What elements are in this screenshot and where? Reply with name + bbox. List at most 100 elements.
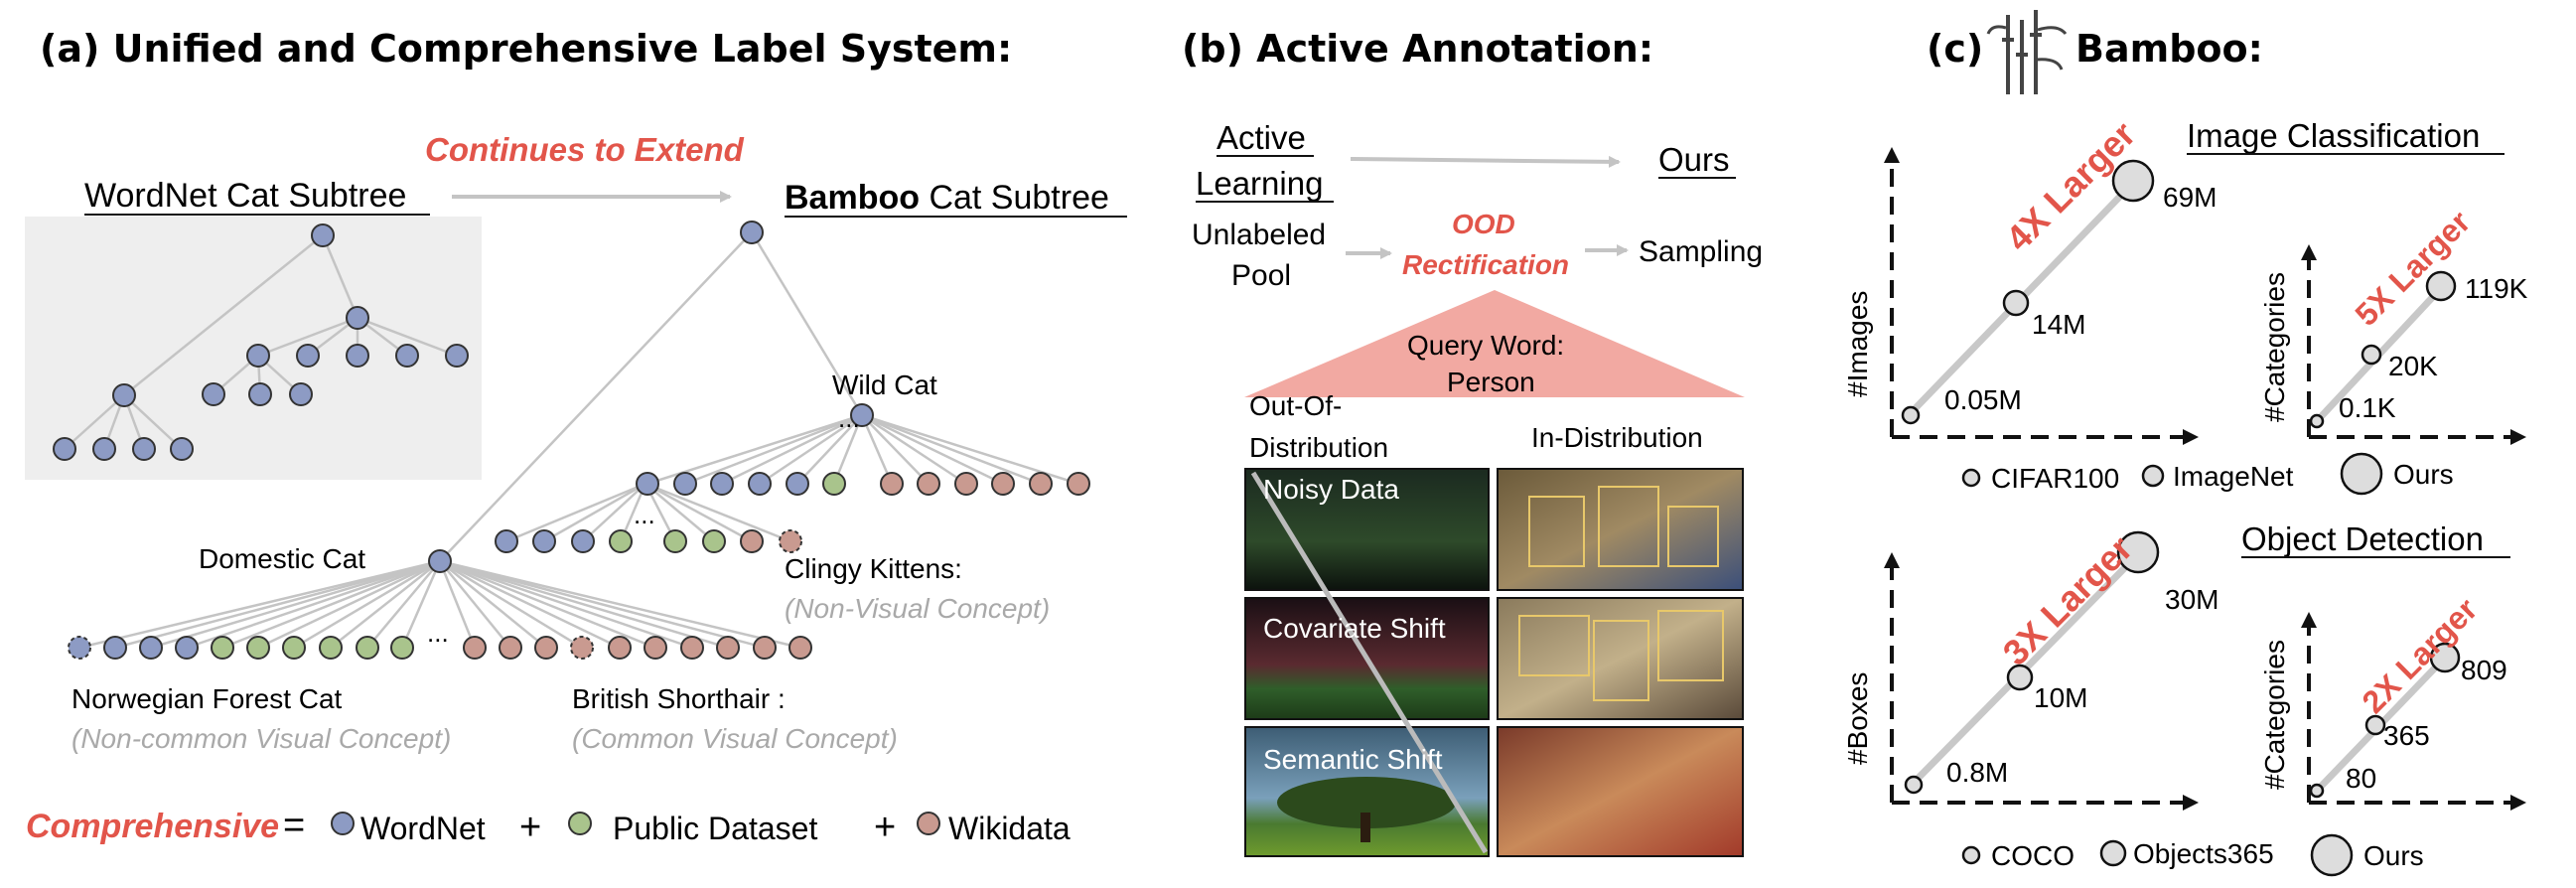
- bamboo-edge: [439, 559, 693, 650]
- person-label: Person: [1447, 367, 1535, 397]
- wild-cat-child-node: [822, 472, 846, 496]
- bamboo-logo-icon: [1986, 10, 2068, 94]
- wild-ellipsis-1: ...: [838, 403, 860, 433]
- legend-od-ours-marker: [2310, 833, 2354, 877]
- panel-c-title-prefix: (c): [1927, 27, 1983, 71]
- legend-imagenet-marker: [2141, 464, 2165, 488]
- bamboo-subtree-label: Bamboo Cat Subtree: [785, 179, 1109, 217]
- domestic-cat-child-node: [644, 636, 667, 660]
- wild-cat-grandchild-node: [779, 529, 802, 553]
- wn-edge: [357, 316, 458, 358]
- wild-cat-child-node: [880, 472, 904, 496]
- domestic-cat-node: [428, 549, 452, 573]
- panel-a: (a) Unified and Comprehensive Label Syst…: [25, 27, 1127, 848]
- domestic-cat-child-node: [570, 636, 594, 660]
- bamboo-edge: [439, 559, 729, 650]
- bamboo-edge: [438, 560, 477, 649]
- wild-cat-child-node: [710, 472, 734, 496]
- bamboo-edge: [330, 560, 441, 649]
- clingy-kittens-label: Clingy Kittens:: [785, 553, 962, 584]
- bamboo-edge: [186, 559, 441, 650]
- od-boxes-ratio: 3X Larger: [1995, 527, 2140, 672]
- boxes-axis-label: #Boxes: [1842, 672, 1873, 765]
- non-common-visual-label: (Non-common Visual Concept): [72, 723, 451, 754]
- ic-categories-bubble: [2309, 413, 2325, 429]
- legend-ic-ours-label: Ours: [2393, 459, 2454, 490]
- ic-images-bubble: [2002, 289, 2030, 317]
- bamboo-edge: [439, 559, 766, 650]
- ic-categories-bubble: [2361, 344, 2382, 366]
- legend-wordnet-dot: [331, 812, 355, 835]
- od-boxes-value: 10M: [2034, 682, 2087, 713]
- ood-column-line2: Distribution: [1249, 432, 1388, 463]
- bamboo-edge: [644, 482, 791, 543]
- legend-imagenet-label: ImageNet: [2173, 461, 2294, 492]
- wild-cat-child-node: [991, 472, 1015, 496]
- legend-wikidata-dot: [917, 812, 940, 835]
- legend: Comprehensive = WordNet + Public Dataset…: [26, 805, 1071, 848]
- bamboo-edge: [439, 560, 511, 649]
- od-boxes-bubble: [2006, 664, 2034, 691]
- al-to-ours-arrow: [1350, 155, 1621, 168]
- in-dist-photo-1: [1497, 468, 1744, 591]
- wild-cat-label: Wild Cat: [832, 370, 937, 400]
- wn-node: [202, 382, 225, 406]
- wild-cat-grandchild-node: [495, 529, 518, 553]
- bamboo-edge: [644, 483, 715, 542]
- in-distribution-label: In-Distribution: [1531, 422, 1703, 453]
- bamboo-edge: [582, 483, 646, 542]
- od-categories-bubble: [2429, 642, 2461, 673]
- wild-cat-grandchild-node: [740, 529, 764, 553]
- wn-node: [248, 382, 272, 406]
- bamboo-edge: [293, 559, 441, 650]
- semantic-shift-label: Semantic Shift: [1263, 744, 1443, 775]
- legend-ic-ours-marker: [2340, 452, 2383, 496]
- wn-node: [53, 437, 76, 461]
- domestic-cat-child-node: [175, 636, 199, 660]
- od-boxes-value: 30M: [2165, 584, 2218, 615]
- od-categories-axis-label: #Categories: [2259, 640, 2290, 790]
- domestic-cat-child-node: [319, 636, 343, 660]
- panel-c: (c) Bamboo: Image Classification Object …: [1842, 10, 2528, 877]
- ic-categories-axis-label: #Categories: [2259, 272, 2290, 422]
- wild-cat-child-node: [786, 472, 809, 496]
- chart-axes: [1884, 147, 2526, 811]
- wn-node: [445, 344, 469, 368]
- domestic-cat-child-node: [753, 636, 777, 660]
- legend-coco-label: COCO: [1991, 840, 2075, 871]
- domestic-ellipsis: ...: [427, 618, 449, 648]
- ic-images-value: 69M: [2163, 182, 2217, 213]
- legend-objects365-marker: [2099, 839, 2127, 867]
- wn-node: [346, 306, 369, 330]
- unlabeled-label: Unlabeled: [1192, 219, 1326, 251]
- ic-categories-value: 0.1K: [2339, 392, 2396, 423]
- bamboo-edge: [860, 414, 894, 485]
- legend-cifar100-marker: [1961, 468, 1981, 488]
- bamboo-edge: [78, 559, 441, 650]
- in-dist-photo-3: [1497, 726, 1744, 857]
- wild-cat-child-node: [1029, 472, 1053, 496]
- bamboo-edge: [439, 560, 547, 649]
- bamboo-edge: [439, 559, 656, 650]
- tree-diagram: [53, 221, 1090, 660]
- panel-a-title: (a) Unified and Comprehensive Label Syst…: [40, 27, 1012, 71]
- bamboo-edge: [257, 559, 441, 650]
- norwegian-forest-cat-label: Norwegian Forest Cat: [72, 683, 343, 714]
- wild-cat-grandchild-node: [571, 529, 595, 553]
- active-label: Active: [1216, 119, 1306, 156]
- panel-b: (b) Active Annotation: Active Learning O…: [1182, 27, 1763, 857]
- detection-boxes: [1518, 486, 1724, 701]
- bamboo-edge: [721, 413, 863, 486]
- wn-node: [289, 382, 313, 406]
- legend-plus-1: +: [519, 807, 541, 848]
- bamboo-edge: [832, 414, 864, 485]
- wn-node: [346, 344, 369, 368]
- od-categories-value: 365: [2383, 720, 2430, 751]
- bamboo-edge: [439, 559, 583, 650]
- ic-categories-ratio: 5X Larger: [2348, 204, 2477, 333]
- bamboo-edge: [114, 559, 441, 650]
- bamboo-edge: [861, 413, 967, 486]
- bamboo-edge: [543, 482, 646, 543]
- wn-node: [395, 344, 419, 368]
- ood-column-line1: Out-Of-: [1249, 390, 1342, 421]
